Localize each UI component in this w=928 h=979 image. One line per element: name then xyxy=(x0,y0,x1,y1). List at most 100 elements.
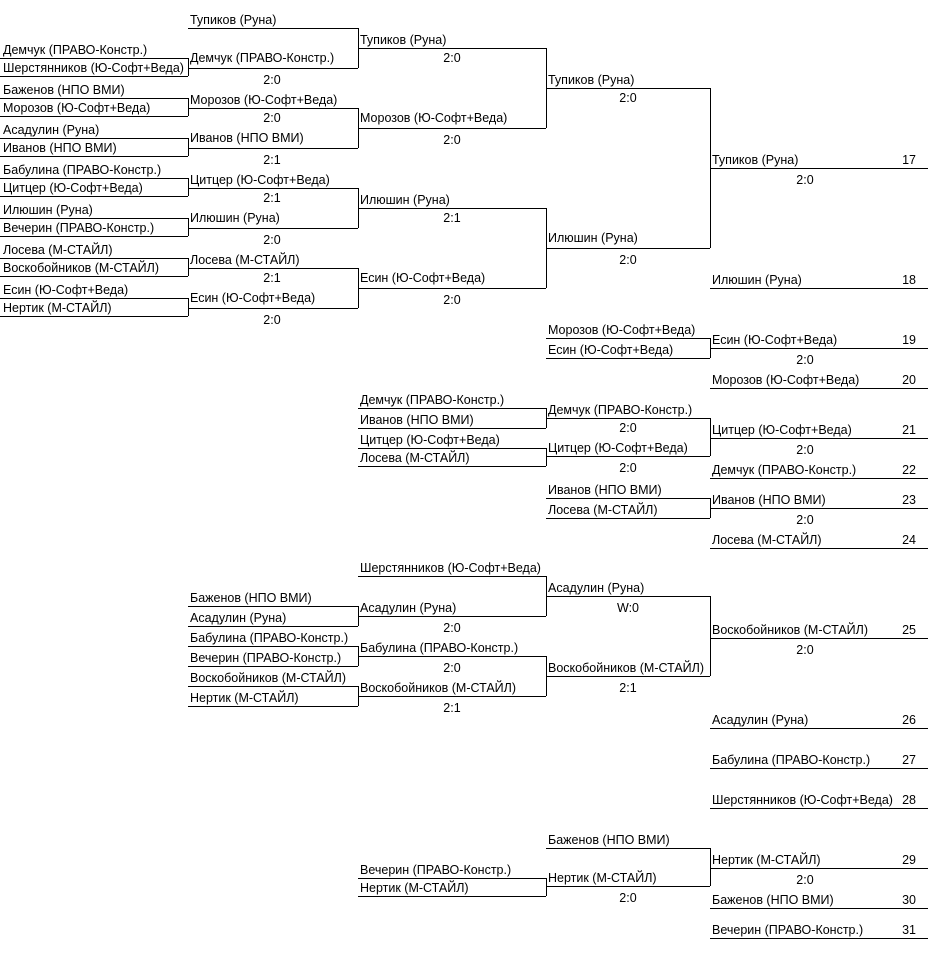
bracket-connector xyxy=(358,686,359,706)
bracket-line xyxy=(546,418,710,419)
bracket-line xyxy=(188,606,358,607)
bracket-line xyxy=(188,308,358,309)
final-place: 26 xyxy=(902,713,916,727)
bracket-line xyxy=(710,908,928,909)
bracket-line xyxy=(358,878,546,879)
bracket-line xyxy=(358,448,546,449)
final-place: 22 xyxy=(902,463,916,477)
player-name: Вечерин (ПРАВО-Констр.) xyxy=(3,221,155,235)
bracket-line xyxy=(0,156,188,157)
player-name: Демчук (ПРАВО-Констр.) xyxy=(360,393,505,407)
player-name: Морозов (Ю-Софт+Веда) xyxy=(360,111,508,125)
match-score: 2:0 xyxy=(443,661,461,675)
player-name: Баженов (НПО ВМИ) xyxy=(3,83,125,97)
bracket-line xyxy=(710,938,928,939)
bracket-line xyxy=(710,508,928,509)
bracket-line xyxy=(188,706,358,707)
bracket-line xyxy=(546,338,710,339)
final-place: 27 xyxy=(902,753,916,767)
player-name: Бабулина (ПРАВО-Констр.) xyxy=(3,163,162,177)
bracket-line xyxy=(710,808,928,809)
player-name: Шерстянников (Ю-Софт+Веда) xyxy=(360,561,541,575)
player-name: Иванов (НПО ВМИ) xyxy=(712,493,826,507)
bracket-line xyxy=(710,168,928,169)
bracket-line xyxy=(546,596,710,597)
bracket-connector xyxy=(710,848,711,886)
bracket-line xyxy=(0,236,188,237)
bracket-connector xyxy=(188,138,189,156)
player-name: Лосева (М-СТАЙЛ) xyxy=(190,253,300,267)
match-score: 2:0 xyxy=(796,643,814,657)
bracket-line xyxy=(546,676,710,677)
bracket-connector xyxy=(188,258,189,276)
bracket-line xyxy=(546,518,710,519)
final-place: 17 xyxy=(902,153,916,167)
player-name: Цитцер (Ю-Софт+Веда) xyxy=(712,423,852,437)
player-name: Демчук (ПРАВО-Констр.) xyxy=(190,51,335,65)
player-name: Воскобойников (М-СТАЙЛ) xyxy=(712,623,869,637)
player-name: Демчук (ПРАВО-Констр.) xyxy=(3,43,148,57)
bracket-line xyxy=(710,388,928,389)
player-name: Илюшин (Руна) xyxy=(360,193,450,207)
player-name: Баженов (НПО ВМИ) xyxy=(548,833,670,847)
bracket-line xyxy=(188,666,358,667)
match-score: W:0 xyxy=(617,601,639,615)
bracket-line xyxy=(188,228,358,229)
match-score: 2:0 xyxy=(796,513,814,527)
bracket-connector xyxy=(710,418,711,456)
bracket-connector xyxy=(358,646,359,666)
player-name: Воскобойников (М-СТАЙЛ) xyxy=(3,261,160,275)
player-name: Лосева (М-СТАЙЛ) xyxy=(548,503,658,517)
bracket-line xyxy=(546,848,710,849)
bracket-line xyxy=(0,218,188,219)
match-score: 2:0 xyxy=(263,313,281,327)
match-score: 2:1 xyxy=(263,153,281,167)
bracket-line xyxy=(188,28,358,29)
bracket-line xyxy=(0,138,188,139)
final-place: 18 xyxy=(902,273,916,287)
player-name: Асадулин (Руна) xyxy=(548,581,645,595)
bracket-line xyxy=(358,656,546,657)
player-name: Морозов (Ю-Софт+Веда) xyxy=(3,101,151,115)
match-score: 2:0 xyxy=(619,253,637,267)
bracket-connector xyxy=(710,498,711,518)
bracket-connector xyxy=(546,878,547,896)
player-name: Есин (Ю-Софт+Веда) xyxy=(3,283,129,297)
bracket-line xyxy=(546,498,710,499)
player-name: Асадулин (Руна) xyxy=(190,611,287,625)
bracket-connector xyxy=(546,48,547,128)
player-name: Тупиков (Руна) xyxy=(190,13,277,27)
bracket-connector xyxy=(358,108,359,148)
bracket-connector xyxy=(358,268,359,308)
bracket-connector xyxy=(546,576,547,616)
player-name: Тупиков (Руна) xyxy=(548,73,635,87)
player-name: Илюшин (Руна) xyxy=(548,231,638,245)
player-name: Морозов (Ю-Софт+Веда) xyxy=(712,373,860,387)
bracket-connector xyxy=(188,58,189,76)
bracket-line xyxy=(358,208,546,209)
player-name: Есин (Ю-Софт+Веда) xyxy=(360,271,486,285)
player-name: Иванов (НПО ВМИ) xyxy=(548,483,662,497)
player-name: Есин (Ю-Софт+Веда) xyxy=(712,333,838,347)
bracket-line xyxy=(0,258,188,259)
bracket-connector xyxy=(358,606,359,626)
match-score: 2:0 xyxy=(443,133,461,147)
bracket-line xyxy=(358,466,546,467)
final-place: 25 xyxy=(902,623,916,637)
match-score: 2:1 xyxy=(443,701,461,715)
player-name: Цитцер (Ю-Софт+Веда) xyxy=(190,173,330,187)
bracket-line xyxy=(358,896,546,897)
match-score: 2:1 xyxy=(443,211,461,225)
bracket-line xyxy=(0,196,188,197)
player-name: Демчук (ПРАВО-Констр.) xyxy=(548,403,693,417)
bracket-line xyxy=(188,108,358,109)
player-name: Есин (Ю-Софт+Веда) xyxy=(548,343,674,357)
bracket-line xyxy=(0,316,188,317)
player-name: Шерстянников (Ю-Софт+Веда) xyxy=(3,61,184,75)
player-name: Морозов (Ю-Софт+Веда) xyxy=(190,93,338,107)
bracket-connector xyxy=(358,188,359,228)
player-name: Нертик (М-СТАЙЛ) xyxy=(548,871,657,885)
bracket-line xyxy=(710,868,928,869)
player-name: Тупиков (Руна) xyxy=(712,153,799,167)
